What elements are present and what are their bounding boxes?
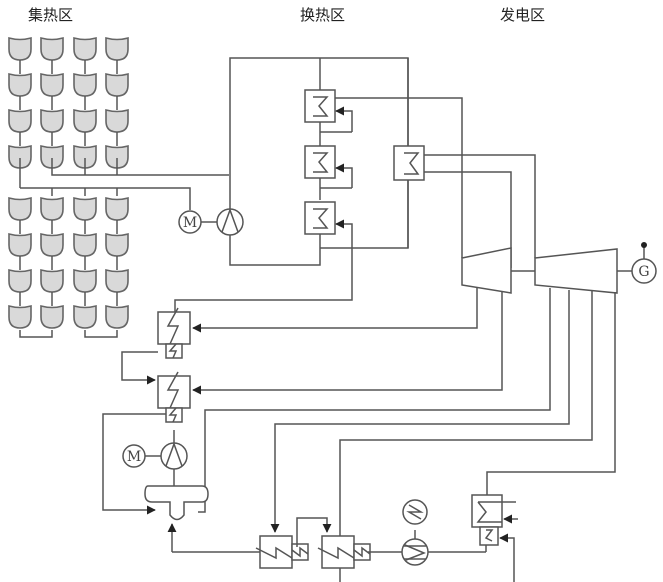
solar-collector-icon [40, 232, 64, 257]
steam-lines [174, 97, 536, 318]
extraction-lines [192, 288, 616, 582]
solar-collector-icon [40, 268, 64, 293]
htf-loop [229, 57, 409, 266]
motor-symbol: M [183, 215, 197, 231]
solar-collector-icon [73, 232, 97, 257]
solar-collector-icon [105, 304, 129, 329]
reheater [393, 145, 425, 181]
solar-collector-icon [105, 144, 129, 169]
solar-collector-icon [40, 304, 64, 329]
collector-array-bottom [8, 196, 129, 329]
solar-collector-icon [73, 196, 97, 221]
zone-label-collector: 集热区 [28, 6, 74, 24]
motor-symbol-2: M [127, 449, 141, 465]
solar-collector-icon [40, 36, 64, 61]
feedwater-heater-icon [157, 375, 191, 409]
solar-collector-icon [105, 196, 129, 221]
solar-collector-icon [73, 304, 97, 329]
solar-collector-icon [105, 36, 129, 61]
deaerator [144, 485, 209, 552]
zone-label-heat-exchange: 换热区 [300, 6, 346, 24]
generator: G [631, 242, 657, 284]
solar-collector-icon [8, 36, 32, 61]
collector-piping [19, 158, 229, 338]
lp-feedwater-heaters [255, 535, 371, 569]
solar-collector-icon [105, 108, 129, 133]
solar-collector-icon [105, 232, 129, 257]
hp-turbine [461, 247, 512, 294]
solar-collector-icon [8, 196, 32, 221]
solar-collector-icon [8, 108, 32, 133]
solar-collector-icon [40, 196, 64, 221]
solar-collector-icon [8, 232, 32, 257]
solar-collector-icon [8, 72, 32, 97]
solar-collector-icon [8, 304, 32, 329]
solar-collector-icon [8, 144, 32, 169]
collector-array-top [8, 36, 129, 169]
solar-collector-icon [73, 268, 97, 293]
heat-exchanger-icon [304, 89, 336, 123]
solar-collector-icon [73, 108, 97, 133]
condensate-pump-motor [401, 499, 486, 566]
solar-collector-icon [73, 36, 97, 61]
heat-exchanger-series [304, 89, 336, 235]
solar-collector-icon [40, 72, 64, 97]
solar-collector-icon [105, 72, 129, 97]
htf-pump-motor: M [178, 207, 244, 236]
feedwater-pump-motor: M [122, 430, 188, 486]
hp-feedwater-heaters [157, 307, 191, 423]
solar-collector-icon [8, 268, 32, 293]
solar-collector-icon [40, 144, 64, 169]
solar-collector-icon [105, 268, 129, 293]
lp-turbine [534, 248, 618, 294]
solar-collector-icon [73, 144, 97, 169]
zone-label-power: 发电区 [500, 6, 546, 24]
feedwater-heater-icon [157, 311, 191, 345]
solar-collector-icon [73, 72, 97, 97]
generator-symbol: G [638, 264, 649, 280]
solar-collector-icon [40, 108, 64, 133]
condenser [471, 494, 518, 582]
